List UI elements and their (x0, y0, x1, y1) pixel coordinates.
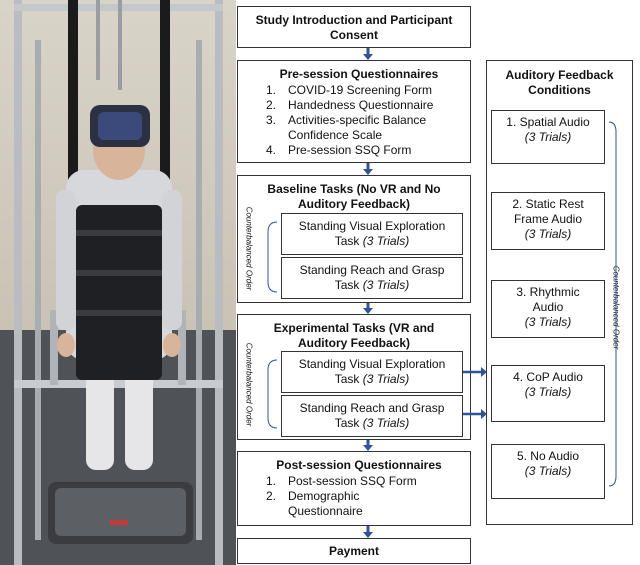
list-item: 1.COVID-19 Screening Form (265, 83, 433, 97)
arrow-baseline-to-experimental (363, 303, 373, 314)
participant-photo (0, 0, 236, 565)
post-session-list: 1.Post-session SSQ Form 2.Demographic Qu… (252, 474, 466, 519)
payment-title: Payment (328, 544, 380, 558)
baseline-order-bracket (267, 221, 278, 293)
condition-spatial-audio: 1. Spatial Audio (3 Trials) (491, 110, 605, 164)
list-item: 1.Post-session SSQ Form (265, 474, 417, 488)
experimental-title-line1: Experimental Tasks (VR and (273, 321, 435, 335)
post-session-title: Post-session Questionnaires (276, 458, 442, 472)
list-item: Confidence Scale (288, 128, 383, 142)
arrow-post-to-payment (363, 526, 373, 538)
list-item: 4.Pre-session SSQ Form (265, 143, 412, 157)
list-item: 2.Handedness Questionnaire (265, 98, 434, 112)
experimental-task-visual: Standing Visual Exploration Task (3 Tria… (281, 351, 463, 393)
pre-session-title: Pre-session Questionnaires (279, 67, 439, 81)
experimental-task-reach: Standing Reach and Grasp Task (3 Trials) (281, 395, 463, 437)
consent-title-line2: Consent (330, 28, 378, 42)
arrow-visual-to-conditions (463, 367, 487, 377)
experimental-title-line2: Auditory Feedback) (297, 336, 411, 350)
pre-session-box: Pre-session Questionnaires 1.COVID-19 Sc… (237, 60, 471, 163)
post-session-box: Post-session Questionnaires 1.Post-sessi… (237, 451, 471, 526)
arrow-experimental-to-post (363, 440, 373, 451)
baseline-task-visual: Standing Visual Exploration Task (3 Tria… (281, 213, 463, 255)
payment-box: Payment (237, 538, 471, 564)
condition-static-rest-frame-audio: 2. Static Rest Frame Audio (3 Trials) (491, 192, 605, 250)
consent-title-line1: Study Introduction and Participant (255, 13, 453, 27)
experimental-order-bracket (267, 359, 278, 429)
condition-cop-audio: 4. CoP Audio (3 Trials) (491, 365, 605, 422)
auditory-order-bracket (608, 121, 617, 487)
baseline-title-line2: Auditory Feedback) (297, 197, 411, 211)
baseline-task-reach: Standing Reach and Grasp Task (3 Trials) (281, 257, 463, 299)
auditory-title-line1: Auditory Feedback (505, 68, 614, 82)
list-item: Questionnaire (288, 504, 363, 518)
arrow-reach-to-conditions (463, 409, 487, 419)
condition-no-audio: 5. No Audio (3 Trials) (491, 444, 605, 499)
pre-session-list: 1.COVID-19 Screening Form 2.Handedness Q… (252, 83, 466, 158)
baseline-title-line1: Baseline Tasks (No VR and No (267, 182, 441, 196)
list-item: 3.Activities-specific Balance (265, 113, 427, 127)
auditory-title-line2: Conditions (528, 83, 591, 97)
arrow-consent-to-pre (363, 48, 373, 60)
arrow-pre-to-baseline (363, 163, 373, 175)
condition-rhythmic-audio: 3. Rhythmic Audio (3 Trials) (491, 280, 605, 338)
list-item: 2.Demographic (265, 489, 360, 503)
consent-box: Study Introduction and Participant Conse… (237, 6, 471, 48)
